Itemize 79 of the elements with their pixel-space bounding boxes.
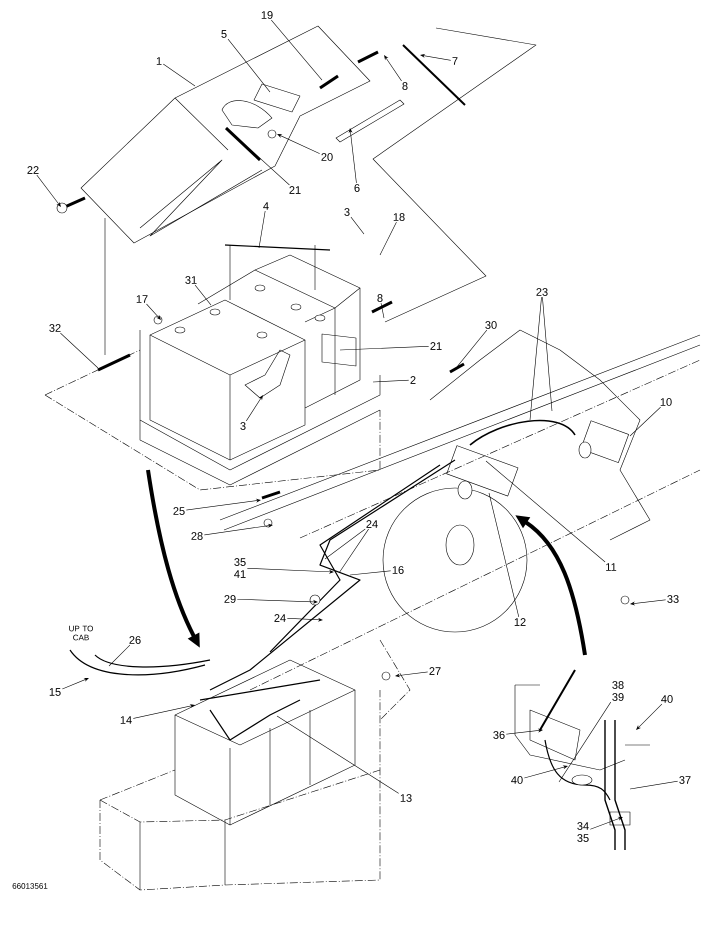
callout-number: 15 <box>50 688 61 696</box>
callout-number: 24 <box>274 614 286 622</box>
leader-line <box>246 395 263 422</box>
callout-number: 24 <box>366 520 378 528</box>
leader-line <box>276 716 399 794</box>
leader-line <box>630 406 661 436</box>
leader-line <box>146 304 161 320</box>
callout-number: 35 41 <box>234 558 246 578</box>
callout-number: 7 <box>452 57 458 65</box>
callout-number: 19 <box>262 11 273 19</box>
leader-line <box>488 492 520 618</box>
callout-number: 20 <box>321 153 333 161</box>
callout-number: 14 <box>120 716 132 724</box>
callout-number: 8 <box>377 294 383 302</box>
leader-line <box>590 816 623 830</box>
callout-number: 16 <box>392 566 404 574</box>
drawing-number: 66013561 <box>12 883 48 889</box>
leader-line <box>258 210 266 248</box>
callout-number: 38 39 <box>612 681 624 701</box>
leader-line <box>277 134 320 154</box>
leader-line <box>636 704 662 730</box>
callout-number: 27 <box>429 667 441 675</box>
leader-line <box>36 174 61 207</box>
callout-number: 21 <box>430 342 442 350</box>
callout-number: 8 <box>402 82 408 90</box>
callout-number: 18 <box>394 213 405 221</box>
callout-number: 29 <box>224 595 236 603</box>
leader-line <box>530 296 542 420</box>
leader-line <box>486 460 606 562</box>
callout-number: 40 <box>661 695 673 703</box>
callout-number: 37 <box>679 776 691 784</box>
callout-number: 11 <box>606 563 616 571</box>
callout-number: 31 <box>185 276 197 284</box>
leader-line <box>60 332 98 368</box>
callout-number: 28 <box>191 532 203 540</box>
callout-number: 36 <box>493 731 505 739</box>
leader-line <box>524 765 568 778</box>
callout-number: 17 <box>136 295 148 303</box>
callout-number: 5 <box>221 30 227 38</box>
leader-line <box>350 570 391 576</box>
leader-line <box>350 216 364 234</box>
leader-line <box>384 55 402 82</box>
leader-line <box>558 702 612 782</box>
callout-number: 23 <box>536 288 548 296</box>
leader-line <box>338 528 369 574</box>
callout-number: 1 <box>156 57 162 65</box>
leader-line <box>340 346 429 350</box>
callout-number: 10 <box>660 398 672 406</box>
callout-number: 2 <box>410 376 416 384</box>
leader-line <box>630 780 678 790</box>
leader-line <box>271 20 322 80</box>
callout-number: 4 <box>263 202 269 210</box>
leader-line <box>162 64 196 86</box>
leader-line <box>324 528 366 560</box>
callout-number: 32 <box>49 324 61 332</box>
callout-number: 25 <box>173 507 185 515</box>
leader-line <box>456 330 488 368</box>
leader-line <box>194 284 212 306</box>
leader-line <box>108 644 130 666</box>
callout-number: 22 <box>27 166 39 174</box>
leader-line <box>133 704 195 719</box>
callout-number: 3 <box>344 208 350 216</box>
leader-line <box>228 38 270 92</box>
callout-number: 33 <box>667 595 679 603</box>
callout-number: 30 <box>485 321 497 329</box>
callout-number: 12 <box>514 618 526 626</box>
callout-number: 13 <box>400 794 412 802</box>
callout-number: 3 <box>240 422 246 430</box>
callout-number: 21 <box>289 186 301 194</box>
leader-line <box>380 302 384 318</box>
callout-number: 6 <box>354 184 360 192</box>
leader-line <box>380 222 397 256</box>
callout-number: 40 <box>511 776 523 784</box>
leader-line <box>372 380 410 382</box>
cable-note: UP TO CAB <box>69 626 93 640</box>
callout-number: 26 <box>129 636 141 644</box>
callout-number: 34 35 <box>577 822 589 842</box>
leader-line <box>62 678 89 690</box>
leader-line <box>542 296 552 412</box>
